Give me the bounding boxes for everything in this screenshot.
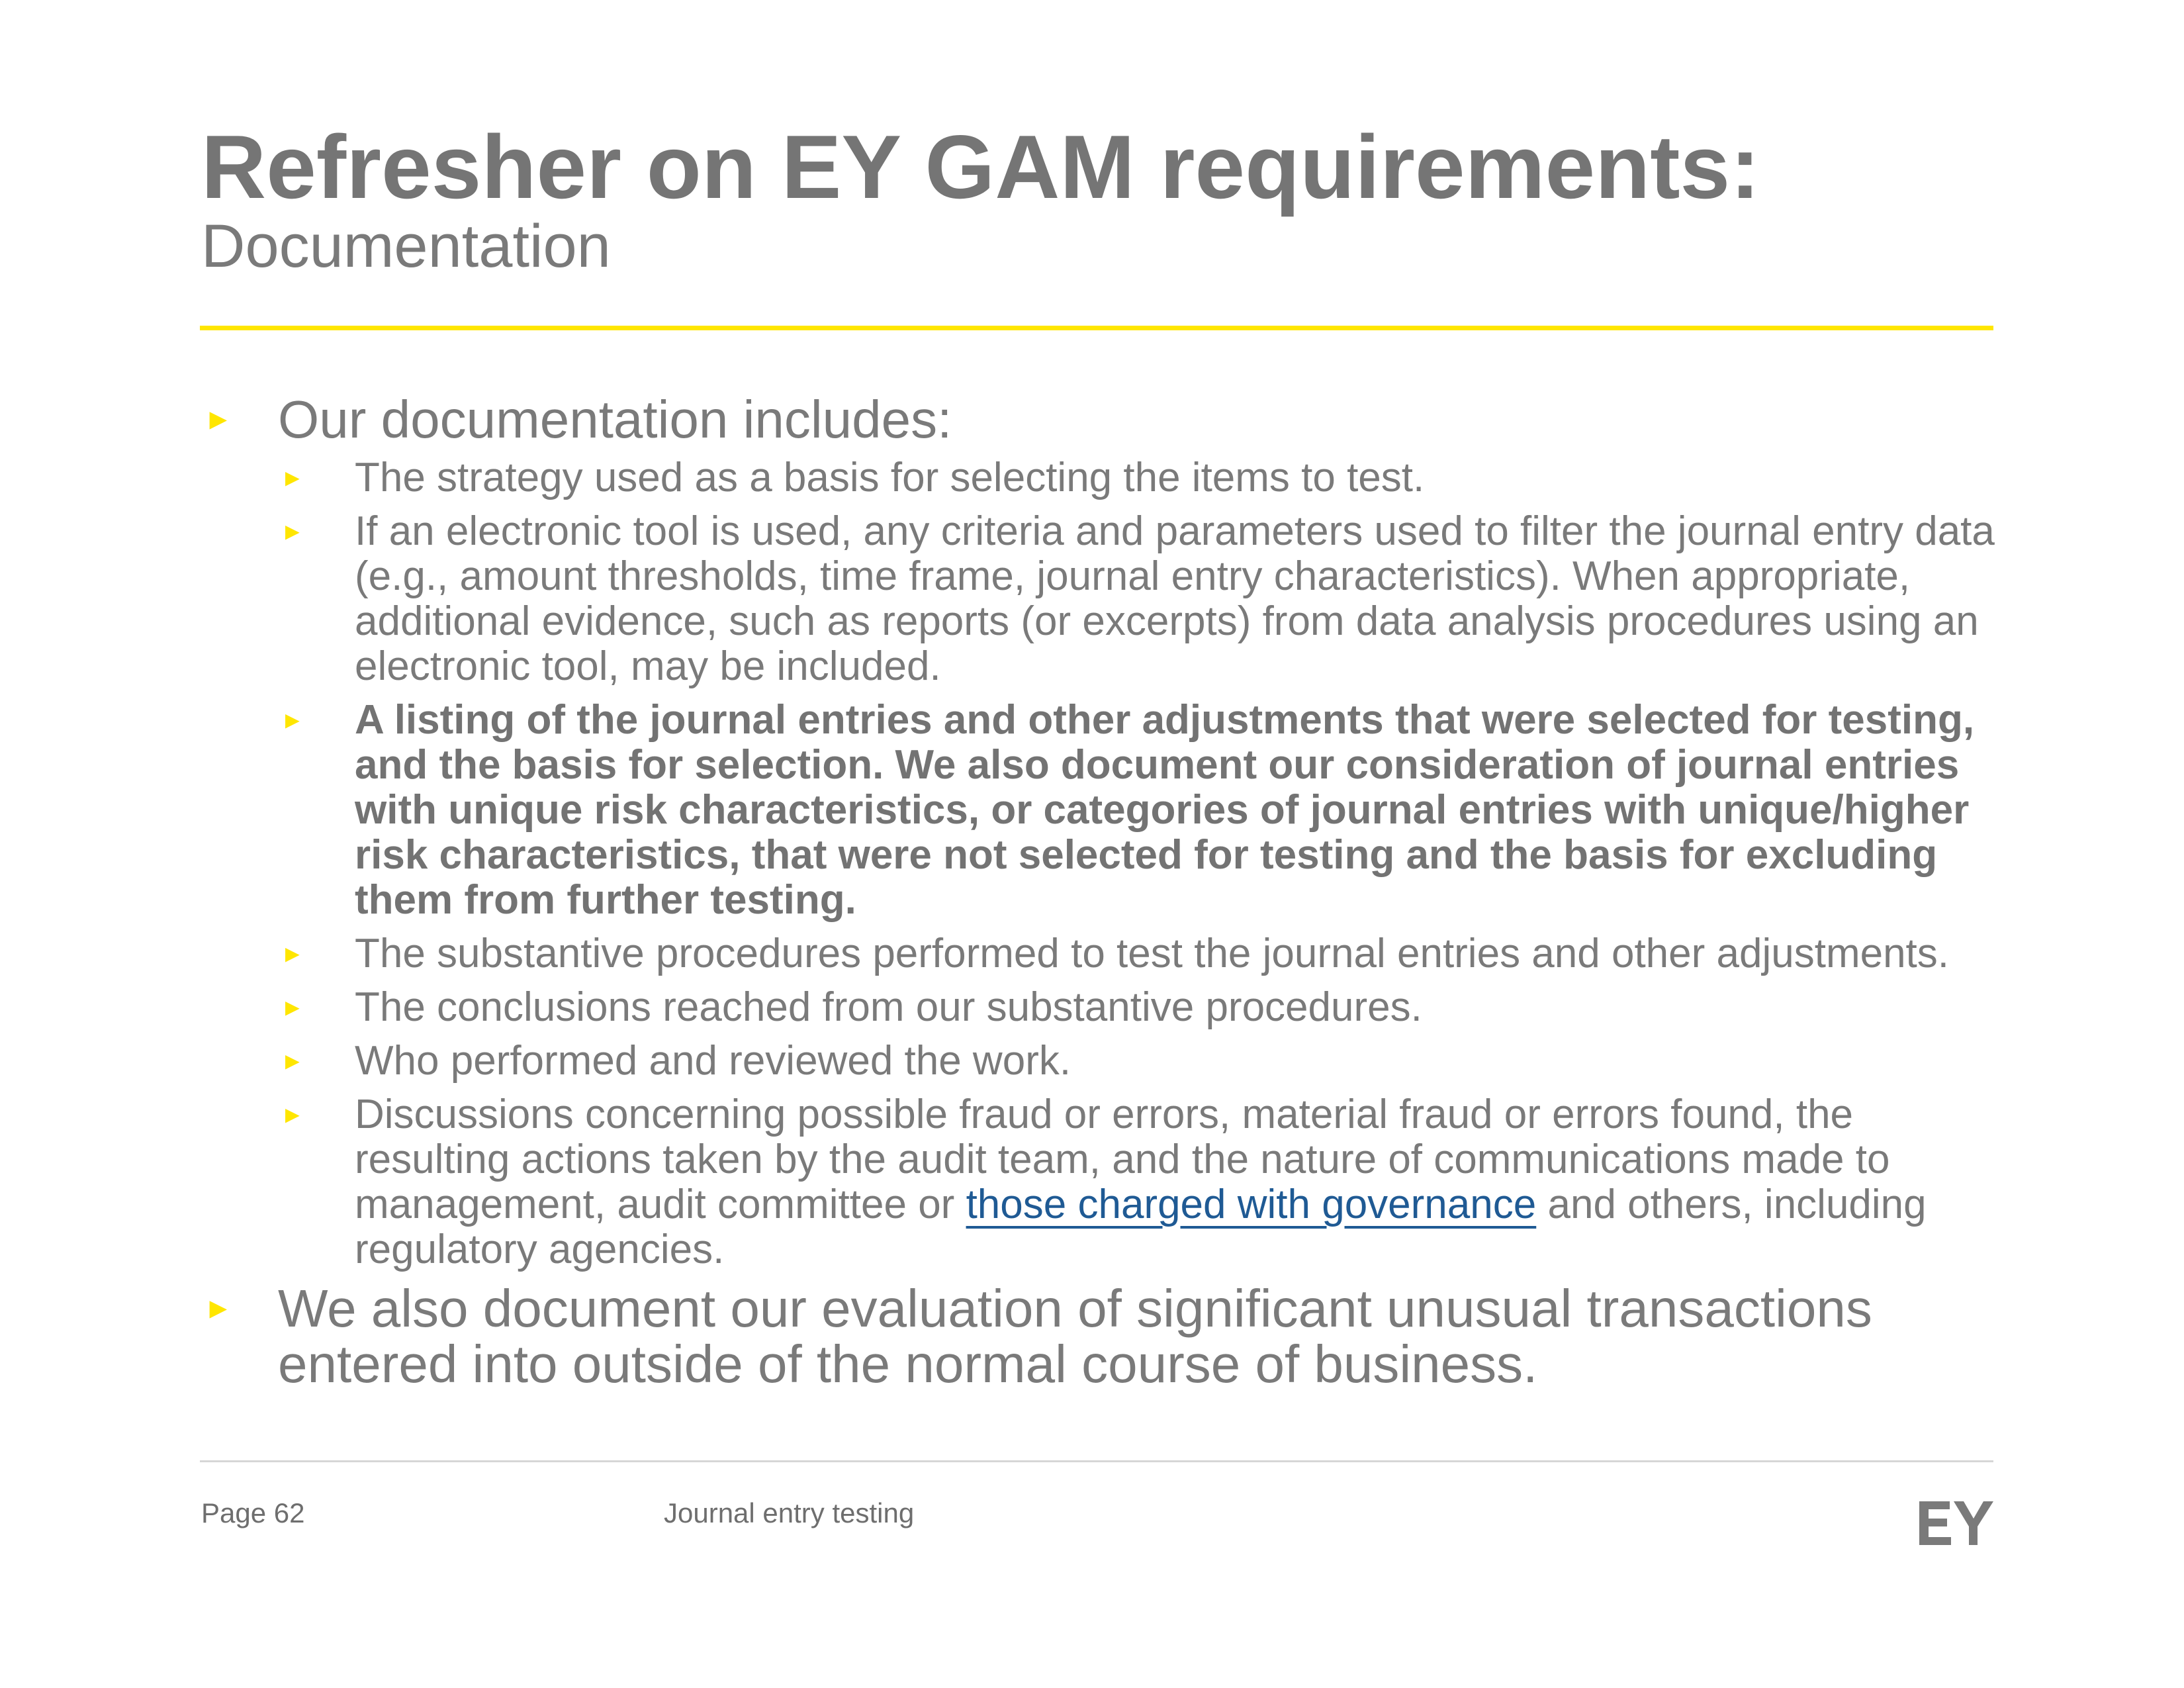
triangle-bullet-icon: ► <box>281 518 304 545</box>
list-item: ► Discussions concerning possible fraud … <box>278 1092 2001 1272</box>
triangle-bullet-icon: ► <box>281 706 304 733</box>
title-divider <box>200 326 1993 330</box>
main-content: ► Our documentation includes: ► The stra… <box>201 392 2001 1392</box>
footer-section-title: Journal entry testing <box>664 1497 915 1528</box>
bullet-text: Our documentation includes: <box>278 390 952 449</box>
list-item-text: A listing of the journal entries and oth… <box>355 697 1975 923</box>
list-item: ► The strategy used as a basis for selec… <box>278 455 2001 500</box>
triangle-bullet-icon: ► <box>281 1047 304 1074</box>
list-item-text: Who performed and reviewed the work. <box>355 1038 1071 1084</box>
triangle-bullet-icon: ► <box>281 940 304 967</box>
list-item: ► If an electronic tool is used, any cri… <box>278 509 2001 689</box>
list-item: ► Who performed and reviewed the work. <box>278 1039 2001 1084</box>
page-subtitle: Documentation <box>201 212 611 280</box>
list-item-text-end: and others, including regulatory agencie… <box>355 1182 1927 1272</box>
footer-divider <box>200 1460 1993 1462</box>
bullet-documentation-includes: ► Our documentation includes: <box>201 392 2001 447</box>
triangle-bullet-icon: ► <box>204 1292 233 1325</box>
triangle-bullet-icon: ► <box>281 994 304 1021</box>
bullet-text: We also document our evaluation of signi… <box>278 1279 1872 1393</box>
bullet-unusual-transactions: ► We also document our evaluation of sig… <box>201 1281 2001 1392</box>
list-item-text-start: Discussions concerning possible fraud or… <box>355 1092 1890 1227</box>
list-item: ► The conclusions reached from our subst… <box>278 985 2001 1030</box>
triangle-bullet-icon: ► <box>281 1101 304 1128</box>
ey-logo <box>1917 1496 1996 1549</box>
list-item-text: The substantive procedures performed to … <box>355 931 1950 976</box>
list-item-text: The strategy used as a basis for selecti… <box>355 455 1425 500</box>
triangle-bullet-icon: ► <box>281 464 304 491</box>
page-number: Page 62 <box>201 1497 305 1528</box>
list-item-text: The conclusions reached from our substan… <box>355 984 1422 1030</box>
list-item: ► The substantive procedures performed t… <box>278 931 2001 976</box>
governance-link[interactable]: those charged with governance <box>966 1182 1537 1227</box>
list-item-text: If an electronic tool is used, any crite… <box>355 508 1995 689</box>
sub-bullet-list: ► The strategy used as a basis for selec… <box>201 455 2001 1272</box>
list-item: ► A listing of the journal entries and o… <box>278 698 2001 923</box>
triangle-bullet-icon: ► <box>204 403 233 436</box>
page-title: Refresher on EY GAM requirements: <box>201 117 1760 217</box>
